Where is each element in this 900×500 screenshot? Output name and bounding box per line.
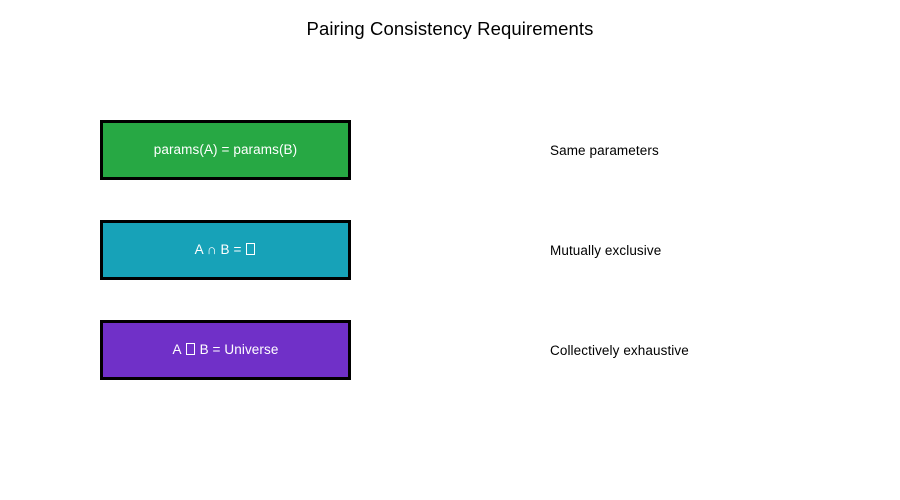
expression-prefix: A (172, 342, 185, 358)
requirement-description-mutually-exclusive: Mutually exclusive (550, 242, 662, 258)
requirement-row-2: A ∩ B = Mutually exclusive (0, 220, 900, 280)
requirement-expression: params(A) = params(B) (154, 143, 298, 157)
requirement-description-collectively-exhaustive: Collectively exhaustive (550, 342, 689, 358)
requirement-box-same-parameters[interactable]: params(A) = params(B) (100, 120, 351, 180)
expression-prefix: A ∩ B = (194, 242, 246, 258)
missing-glyph-icon (246, 243, 256, 256)
requirement-box-mutually-exclusive[interactable]: A ∩ B = (100, 220, 351, 280)
requirement-description-same-parameters: Same parameters (550, 142, 659, 158)
expression-prefix: params(A) = params(B) (153, 142, 298, 158)
requirement-row-3: A B = Universe Collectively exhaustive (0, 320, 900, 380)
page-title: Pairing Consistency Requirements (306, 18, 594, 39)
requirement-box-collectively-exhaustive[interactable]: A B = Universe (100, 320, 351, 380)
requirement-row-1: params(A) = params(B) Same parameters (0, 120, 900, 180)
requirement-expression: A ∩ B = (195, 243, 257, 257)
expression-suffix: B = Universe (195, 342, 279, 358)
missing-glyph-icon (185, 343, 195, 356)
requirement-expression: A B = Universe (173, 343, 279, 357)
